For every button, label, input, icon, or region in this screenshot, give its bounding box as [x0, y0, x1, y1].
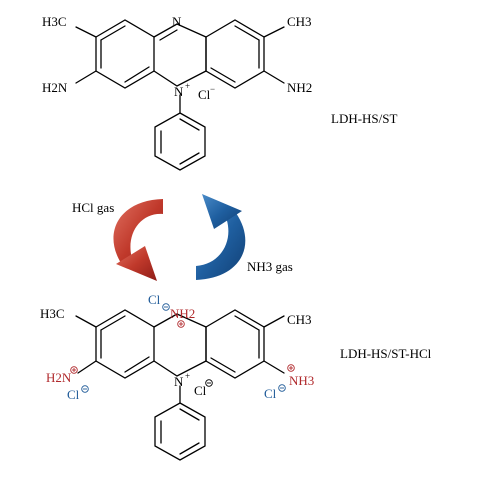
- bottom-nh2-top: NH2: [170, 306, 195, 321]
- bottom-cl-left: Cl: [67, 387, 80, 402]
- bottom-n-center: N: [174, 374, 184, 389]
- forward-arrow: [113, 199, 163, 281]
- top-molecule-name: LDH-HS/ST: [331, 111, 398, 126]
- bottom-nh3-right-positive-charge: [287, 364, 295, 372]
- bottom-counter-ion: Cl: [194, 383, 207, 398]
- bottom-molecule-structure: [75, 309, 285, 461]
- bottom-n-center-charge: +: [185, 371, 190, 381]
- bottom-cl-top-negative-charge: [162, 303, 170, 311]
- bottom-ch3-left: H3C: [40, 306, 65, 321]
- bottom-nh2-left: H2N: [46, 370, 72, 385]
- reverse-arrow: [196, 194, 246, 280]
- bottom-nh2-top-positive-charge: [177, 320, 185, 328]
- bottom-counter-ion-negative-charge: [205, 379, 213, 387]
- top-counter-ion-charge: −: [210, 84, 215, 94]
- top-nh2-right: NH2: [287, 80, 312, 95]
- top-n-center: N: [174, 84, 184, 99]
- bottom-nh2-left-positive-charge: [70, 366, 78, 374]
- top-ch3-right: CH3: [287, 14, 312, 29]
- bottom-nh3-right: NH3: [289, 373, 314, 388]
- forward-label: HCl gas: [72, 200, 114, 215]
- bottom-cl-right: Cl: [264, 386, 277, 401]
- bottom-cl-top: Cl: [148, 292, 161, 307]
- top-ch3-left: H3C: [42, 14, 67, 29]
- bottom-ch3-right: CH3: [287, 312, 312, 327]
- top-molecule-structure: [75, 19, 285, 171]
- bottom-molecule-name: LDH-HS/ST-HCl: [340, 346, 432, 361]
- top-nh2-left: H2N: [42, 80, 68, 95]
- bottom-cl-right-negative-charge: [278, 384, 286, 392]
- reverse-label: NH3 gas: [247, 259, 293, 274]
- top-counter-ion: Cl: [198, 87, 211, 102]
- top-n-top: N: [172, 14, 182, 29]
- top-n-center-charge: +: [185, 81, 190, 91]
- bottom-cl-left-negative-charge: [81, 385, 89, 393]
